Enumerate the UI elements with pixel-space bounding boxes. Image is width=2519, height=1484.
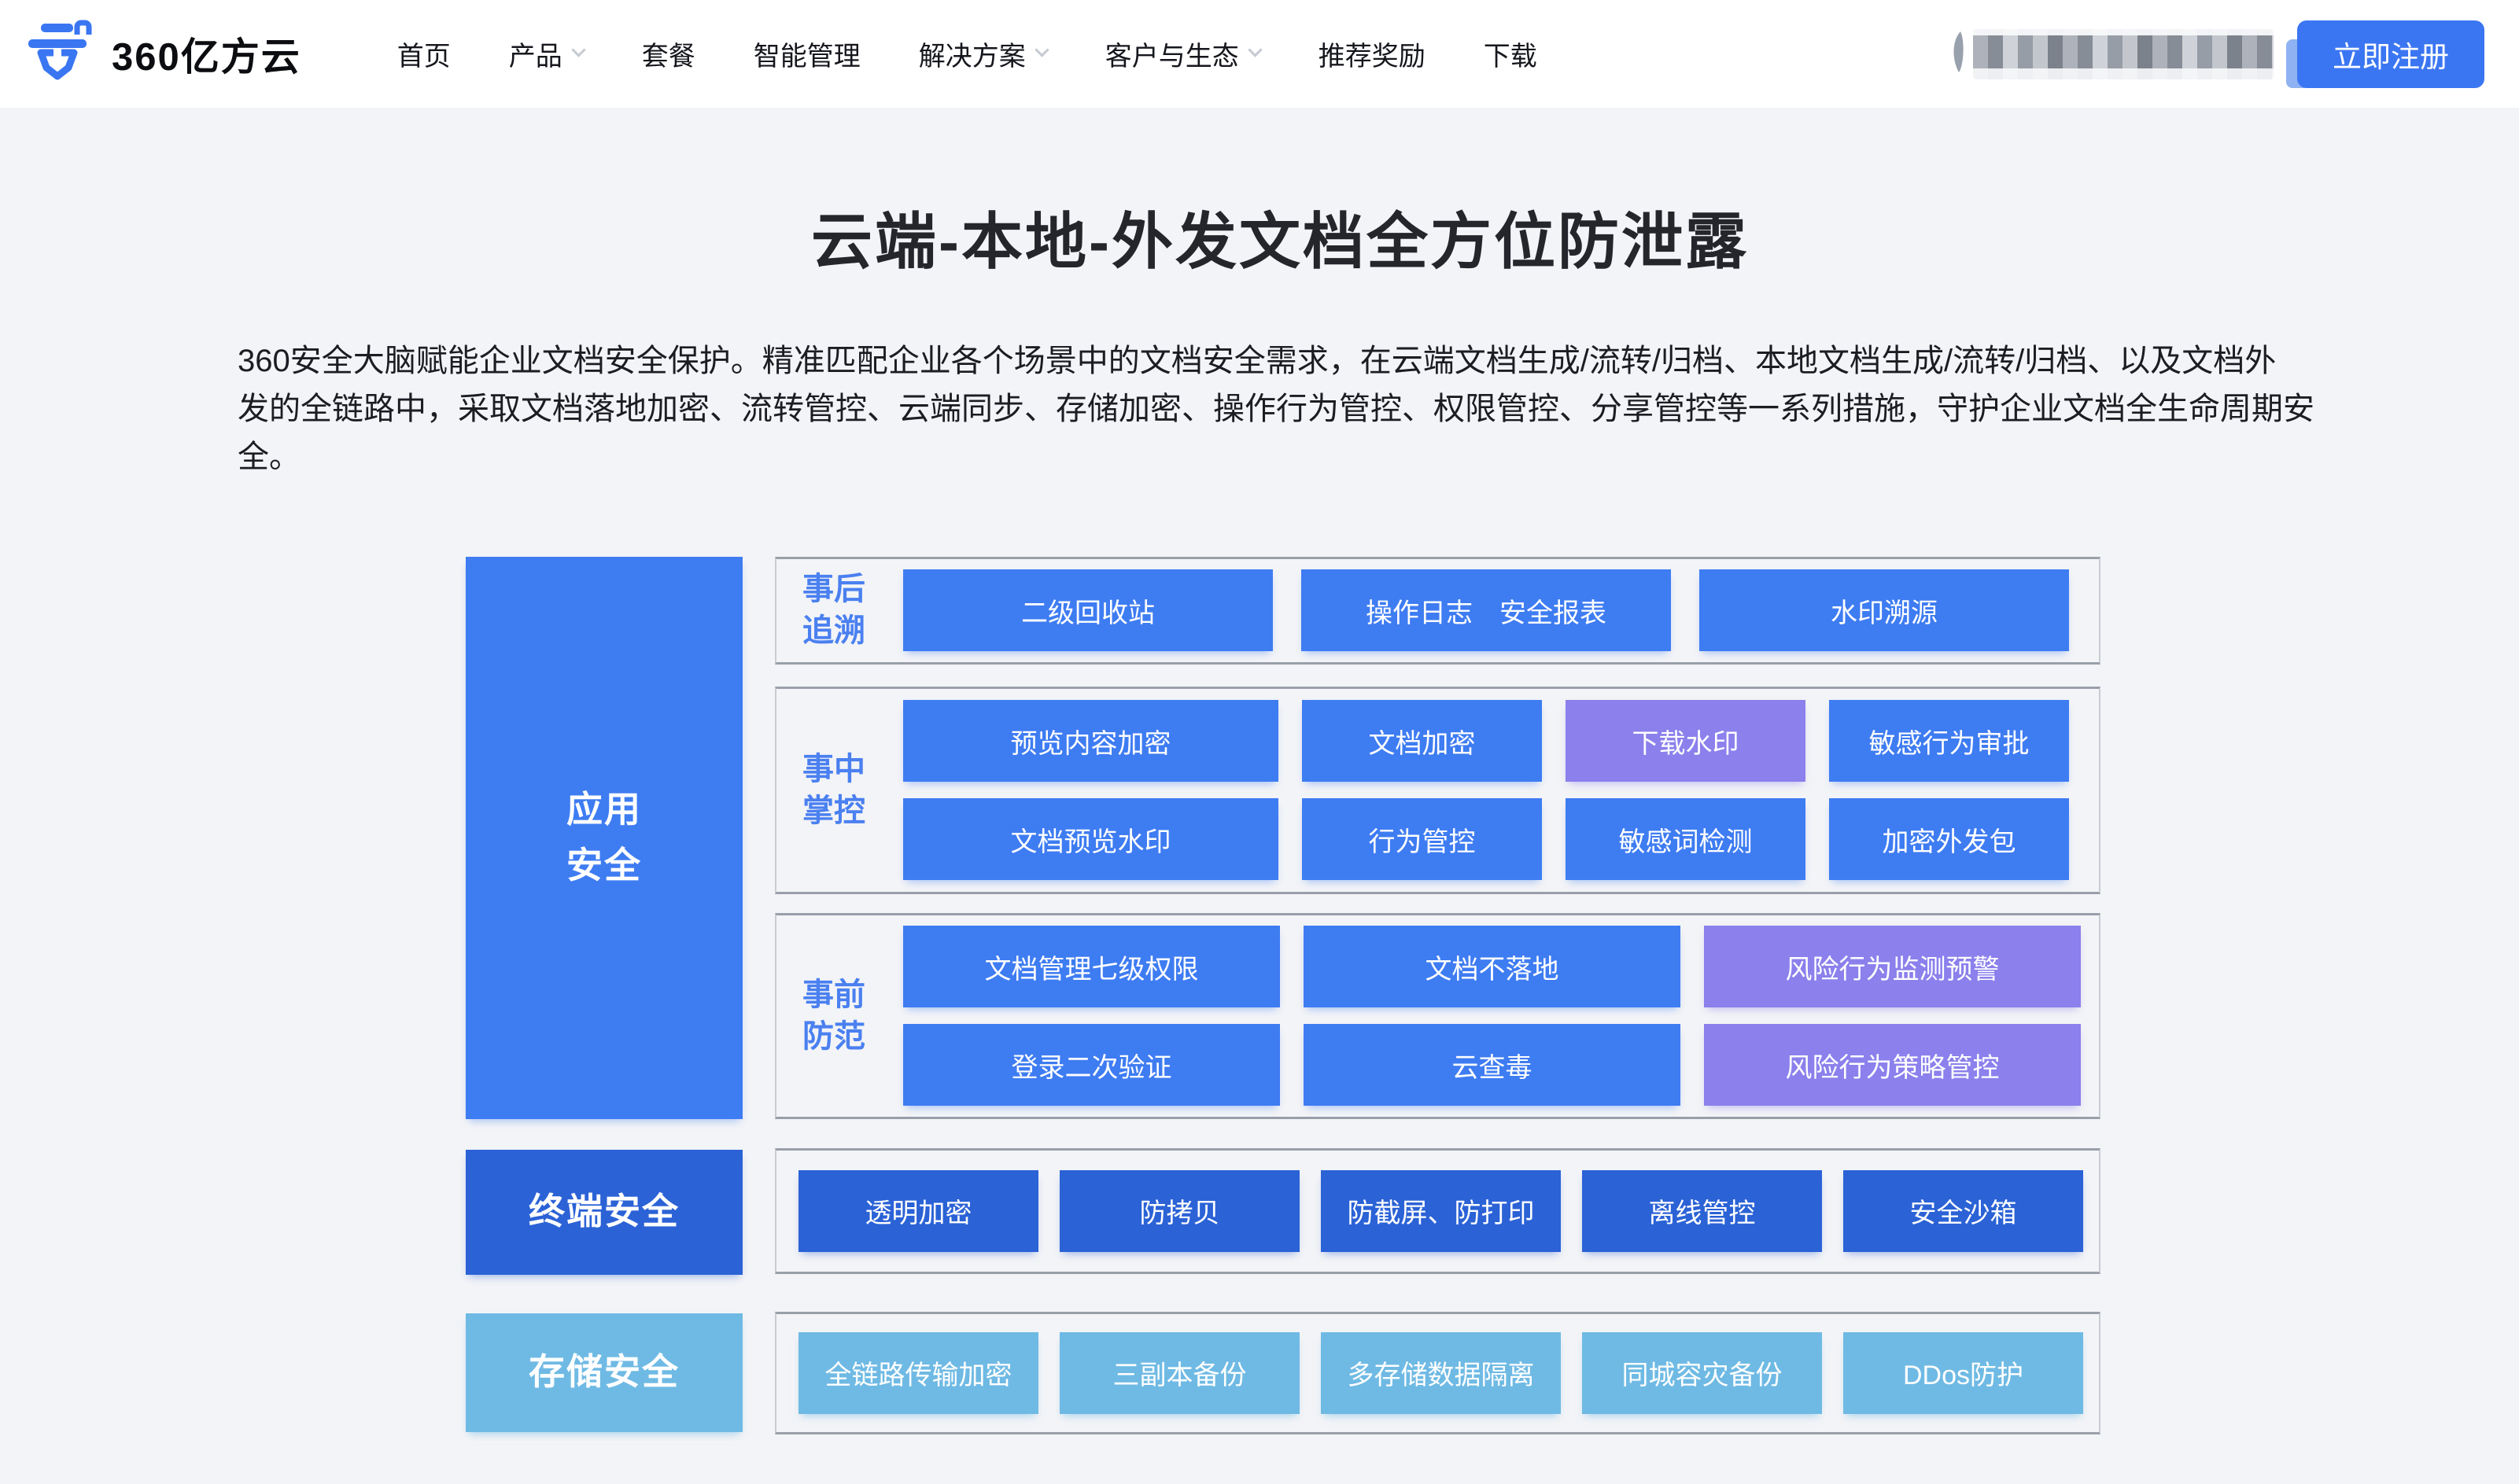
button-row: 透明加密防拷贝防截屏、防打印离线管控安全沙箱 [798, 1169, 2083, 1252]
hero-description-line: 全。 [238, 439, 301, 474]
phone-icon [1948, 27, 1968, 81]
section-label-line: 追溯 [802, 613, 865, 649]
feature-block: 全链路传输加密 [798, 1331, 1038, 1414]
left-box-label: 存储安全 [529, 1351, 680, 1393]
nav-item-label: 客户与生态 [1105, 42, 1239, 72]
section-terminal-rows: 透明加密防拷贝防截屏、防打印离线管控安全沙箱 [798, 1169, 2083, 1252]
feature-block: 加密外发包 [1829, 798, 2069, 881]
feature-block: 二级回收站 [903, 569, 1273, 652]
button-row: 登录二次验证云查毒风险行为策略管控 [903, 1024, 2081, 1107]
nav-item-1[interactable]: 产品 [508, 35, 586, 73]
button-row: 二级回收站操作日志 安全报表水印溯源 [903, 569, 2069, 652]
chevron-down-icon [571, 42, 586, 57]
diagram: 应用安全终端安全存储安全事后追溯二级回收站操作日志 安全报表水印溯源事中掌控预览… [466, 556, 2105, 1434]
hero-description: 360安全大脑赋能企业文档安全保护。精准匹配企业各个场景中的文档安全需求，在云端… [238, 337, 2322, 481]
nav-item-6[interactable]: 推荐奖励 [1319, 35, 1425, 73]
nav-right: 立即注册 登录 [1948, 20, 2519, 88]
feature-block: 多存储数据隔离 [1321, 1331, 1561, 1414]
feature-block: 风险行为监测预警 [1704, 926, 2081, 1008]
section-label-line: 事前 [802, 977, 865, 1012]
chevron-down-icon [1035, 42, 1049, 57]
redacted-phone-number [1973, 28, 2274, 79]
navbar: 360亿方云 首页 产品 套餐 智能管理 解决方案 客户与生态 推荐奖励 下载 立即注册 登录 [0, 0, 2519, 108]
feature-block: 敏感行为审批 [1829, 700, 2069, 783]
button-row: 文档管理七级权限文档不落地风险行为监测预警 [903, 926, 2081, 1008]
nav-item-5[interactable]: 客户与生态 [1105, 35, 1263, 73]
section-aftermath-frame: 事后追溯二级回收站操作日志 安全报表水印溯源 [775, 556, 2100, 665]
feature-block: 操作日志 安全报表 [1301, 569, 1671, 652]
nav-item-label: 产品 [508, 42, 562, 72]
nav-item-label: 解决方案 [918, 42, 1026, 72]
button-row: 全链路传输加密三副本备份多存储数据隔离同城容灾备份 DDos防护 [798, 1331, 2083, 1414]
nav-item-label: 智能管理 [753, 42, 861, 72]
left-box-label: 应用 [566, 788, 642, 830]
feature-block: 下载水印 [1566, 700, 1805, 783]
section-prevention-frame: 事前防范文档管理七级权限文档不落地风险行为监测预警登录二次验证云查毒风险行为策略… [775, 912, 2100, 1119]
nav-item-label: 首页 [396, 42, 451, 72]
left-box-terminal: 终端安全 [466, 1149, 743, 1275]
feature-block: 水印溯源 [1699, 569, 2069, 652]
left-box-label: 安全 [566, 845, 642, 886]
section-label-line: 掌控 [802, 793, 865, 828]
section-incontrol-label: 事中掌控 [802, 749, 903, 832]
feature-block: 安全沙箱 [1843, 1169, 2083, 1252]
logo[interactable]: 360亿方云 [24, 16, 301, 92]
register-button[interactable]: 立即注册 [2297, 20, 2484, 88]
feature-block: 文档预览水印 [903, 798, 1278, 881]
feature-block: 文档管理七级权限 [903, 926, 1280, 1008]
hero-description-line: 360安全大脑赋能企业文档安全保护。精准匹配企业各个场景中的文档安全需求，在云端… [238, 343, 2277, 378]
feature-block: 云查毒 [1304, 1024, 1680, 1107]
nav-item-label: 套餐 [641, 42, 695, 72]
button-row: 预览内容加密文档加密下载水印敏感行为审批 [903, 700, 2069, 783]
section-label-line: 事中 [802, 751, 865, 786]
left-box-label: 终端安全 [529, 1191, 680, 1232]
nav-item-label: 推荐奖励 [1318, 42, 1425, 72]
section-prevention-rows: 文档管理七级权限文档不落地风险行为监测预警登录二次验证云查毒风险行为策略管控 [903, 926, 2081, 1107]
nav-menu: 首页 产品 套餐 智能管理 解决方案 客户与生态 推荐奖励 下载 [397, 35, 1537, 73]
feature-block: 敏感词检测 [1566, 798, 1805, 881]
section-terminal-frame: 透明加密防拷贝防截屏、防打印离线管控安全沙箱 [775, 1147, 2100, 1274]
hero-description-line: 发的全链路中，采取文档落地加密、流转管控、云端同步、存储加密、操作行为管控、权限… [238, 391, 2314, 426]
feature-block: 行为管控 [1302, 798, 1542, 881]
left-box-app: 应用安全 [466, 556, 743, 1119]
feature-block: 防截屏、防打印 [1321, 1169, 1561, 1252]
feature-block: 同城容灾备份 [1582, 1331, 1822, 1414]
section-storage-rows: 全链路传输加密三副本备份多存储数据隔离同城容灾备份 DDos防护 [798, 1331, 2083, 1414]
feature-block: 离线管控 [1582, 1169, 1822, 1252]
feature-block: 登录二次验证 [903, 1024, 1280, 1107]
nav-item-4[interactable]: 解决方案 [918, 35, 1049, 73]
feature-block: 透明加密 [798, 1169, 1038, 1252]
nav-item-label: 下载 [1483, 42, 1537, 72]
section-storage-frame: 全链路传输加密三副本备份多存储数据隔离同城容灾备份 DDos防护 [775, 1311, 2100, 1434]
feature-block: DDos防护 [1843, 1331, 2083, 1414]
section-aftermath-rows: 二级回收站操作日志 安全报表水印溯源 [903, 569, 2069, 652]
button-row: 文档预览水印行为管控敏感词检测加密外发包 [903, 798, 2069, 881]
section-label-line: 防范 [802, 1018, 865, 1054]
feature-block: 防拷贝 [1060, 1169, 1300, 1252]
nav-item-7[interactable]: 下载 [1484, 35, 1537, 73]
chevron-down-icon [1248, 42, 1263, 57]
page-title: 云端-本地-外发文档全方位防泄露 [811, 207, 1749, 276]
nav-item-3[interactable]: 智能管理 [754, 35, 861, 73]
nav-item-0[interactable]: 首页 [397, 35, 451, 73]
logo-icon [24, 16, 96, 92]
section-incontrol-rows: 预览内容加密文档加密下载水印敏感行为审批文档预览水印行为管控敏感词检测加密外发包 [903, 700, 2069, 881]
section-label-line: 事后 [802, 572, 865, 607]
nav-item-2[interactable]: 套餐 [642, 35, 695, 73]
section-aftermath-label: 事后追溯 [802, 569, 903, 652]
left-box-storage: 存储安全 [466, 1313, 743, 1432]
feature-block: 文档不落地 [1304, 926, 1680, 1008]
feature-block: 风险行为策略管控 [1704, 1024, 2081, 1107]
feature-block: 三副本备份 [1060, 1331, 1300, 1414]
feature-block: 预览内容加密 [903, 700, 1278, 783]
section-incontrol-frame: 事中掌控预览内容加密文档加密下载水印敏感行为审批文档预览水印行为管控敏感词检测加… [775, 686, 2100, 894]
section-prevention-label: 事前防范 [802, 974, 903, 1058]
feature-block: 文档加密 [1302, 700, 1542, 783]
logo-text: 360亿方云 [112, 36, 301, 79]
